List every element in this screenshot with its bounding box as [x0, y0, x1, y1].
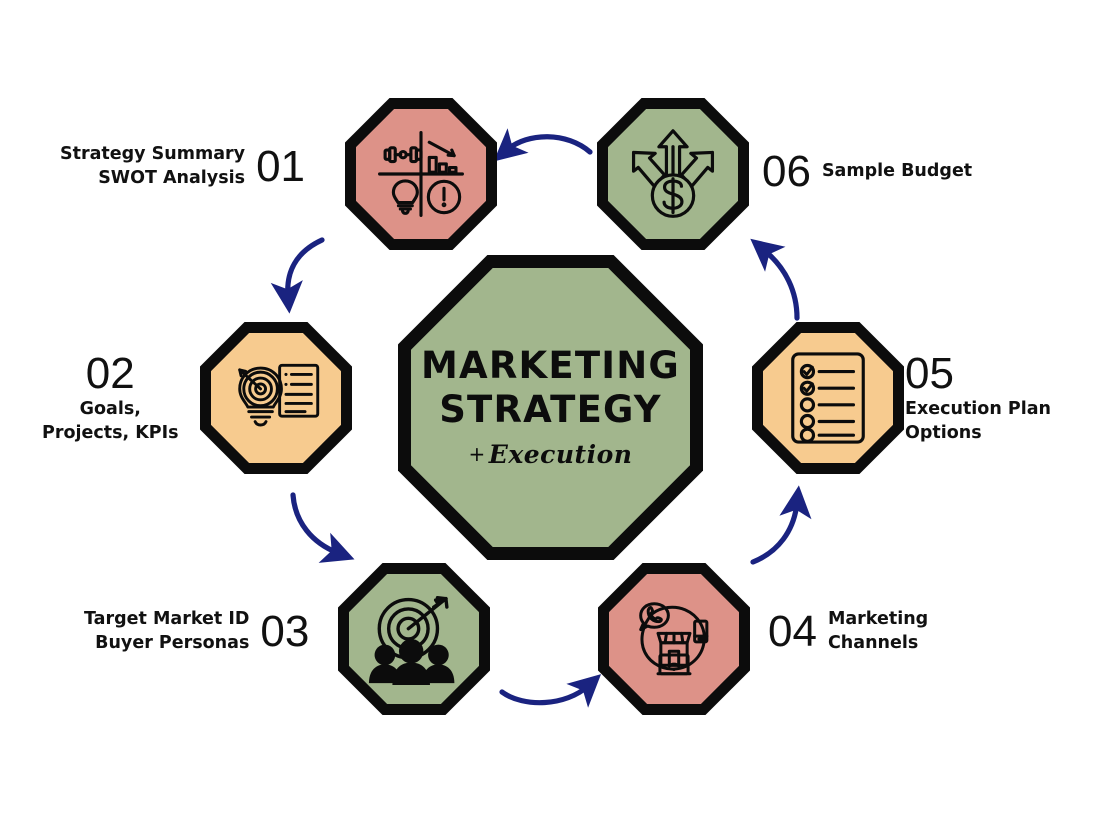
step-05-label-line2: Options: [905, 422, 982, 443]
step-02-label-line1: Goals,: [79, 399, 141, 419]
center-node-marketing-strategy[interactable]: MARKETING STRATEGY +Execution: [398, 255, 703, 560]
budget-arrows-dollar-icon: [608, 109, 738, 239]
step-06-label: Sample Budget: [822, 160, 972, 184]
arrow-02-to-03: [290, 492, 355, 563]
target-lightbulb-document-icon: [211, 333, 341, 463]
center-subtitle-word: Execution: [488, 439, 633, 469]
center-subtitle: +Execution: [469, 440, 633, 469]
arrow-01-to-02: [270, 237, 325, 314]
step-06-number: 06: [762, 147, 811, 196]
step-node-06[interactable]: [597, 98, 749, 250]
swot-quadrant-icon: [356, 109, 486, 239]
step-01-number: 01: [256, 141, 306, 191]
step-02-label: Goals, Projects, KPIs: [42, 398, 179, 445]
step-node-02[interactable]: [200, 322, 352, 474]
step-01-label-line2: SWOT Analysis: [98, 167, 246, 188]
step-05-number: 05: [905, 349, 954, 398]
label-block-01: Strategy Summary SWOT Analysis 01: [60, 143, 305, 190]
arrow-05-to-06: [750, 238, 800, 321]
center-node-text: MARKETING STRATEGY +Execution: [398, 255, 703, 560]
storefront-channels-icon: [609, 574, 739, 704]
step-04-number: 04: [768, 606, 817, 656]
label-block-04: 04 Marketing Channels: [768, 608, 928, 655]
checklist-icon: [763, 333, 893, 463]
step-04-label-line2: Channels: [827, 632, 919, 653]
center-node-fill: [411, 268, 690, 547]
arrow-03-to-04: [499, 674, 602, 708]
step-03-label-line1: Target Market ID: [84, 609, 250, 629]
label-block-06: 06 Sample Budget: [762, 150, 972, 194]
step-04-label-line1: Marketing: [827, 609, 929, 629]
step-node-01[interactable]: [345, 98, 497, 250]
step-04-label: Marketing Channels: [828, 608, 928, 655]
label-block-02: 02 Goals, Projects, KPIs: [42, 352, 179, 445]
arrow-06-to-01: [493, 128, 593, 162]
center-title-line1: MARKETING: [420, 343, 681, 387]
step-05-label-line1: Execution Plan: [905, 399, 1051, 419]
label-block-03: Target Market ID Buyer Personas 03: [84, 608, 309, 655]
center-title-line2: STRATEGY: [439, 387, 662, 431]
step-02-label-line2: Projects, KPIs: [42, 422, 179, 443]
step-05-label: Execution Plan Options: [905, 398, 1051, 445]
center-subtitle-plus: +: [468, 441, 486, 466]
step-03-label: Target Market ID Buyer Personas: [84, 608, 249, 655]
step-06-label-line1: Sample Budget: [821, 161, 973, 182]
step-node-03[interactable]: [338, 563, 490, 715]
step-01-label-line1: Strategy Summary: [60, 144, 246, 164]
label-block-05: 05 Execution Plan Options: [905, 352, 1051, 445]
step-node-05[interactable]: [752, 322, 904, 474]
step-01-label: Strategy Summary SWOT Analysis: [60, 143, 245, 190]
arrow-04-to-05: [750, 485, 812, 565]
step-03-number: 03: [260, 606, 310, 656]
step-node-04[interactable]: [598, 563, 750, 715]
step-03-label-line2: Buyer Personas: [95, 632, 250, 653]
step-02-number: 02: [85, 349, 135, 398]
target-audience-icon: [349, 574, 479, 704]
